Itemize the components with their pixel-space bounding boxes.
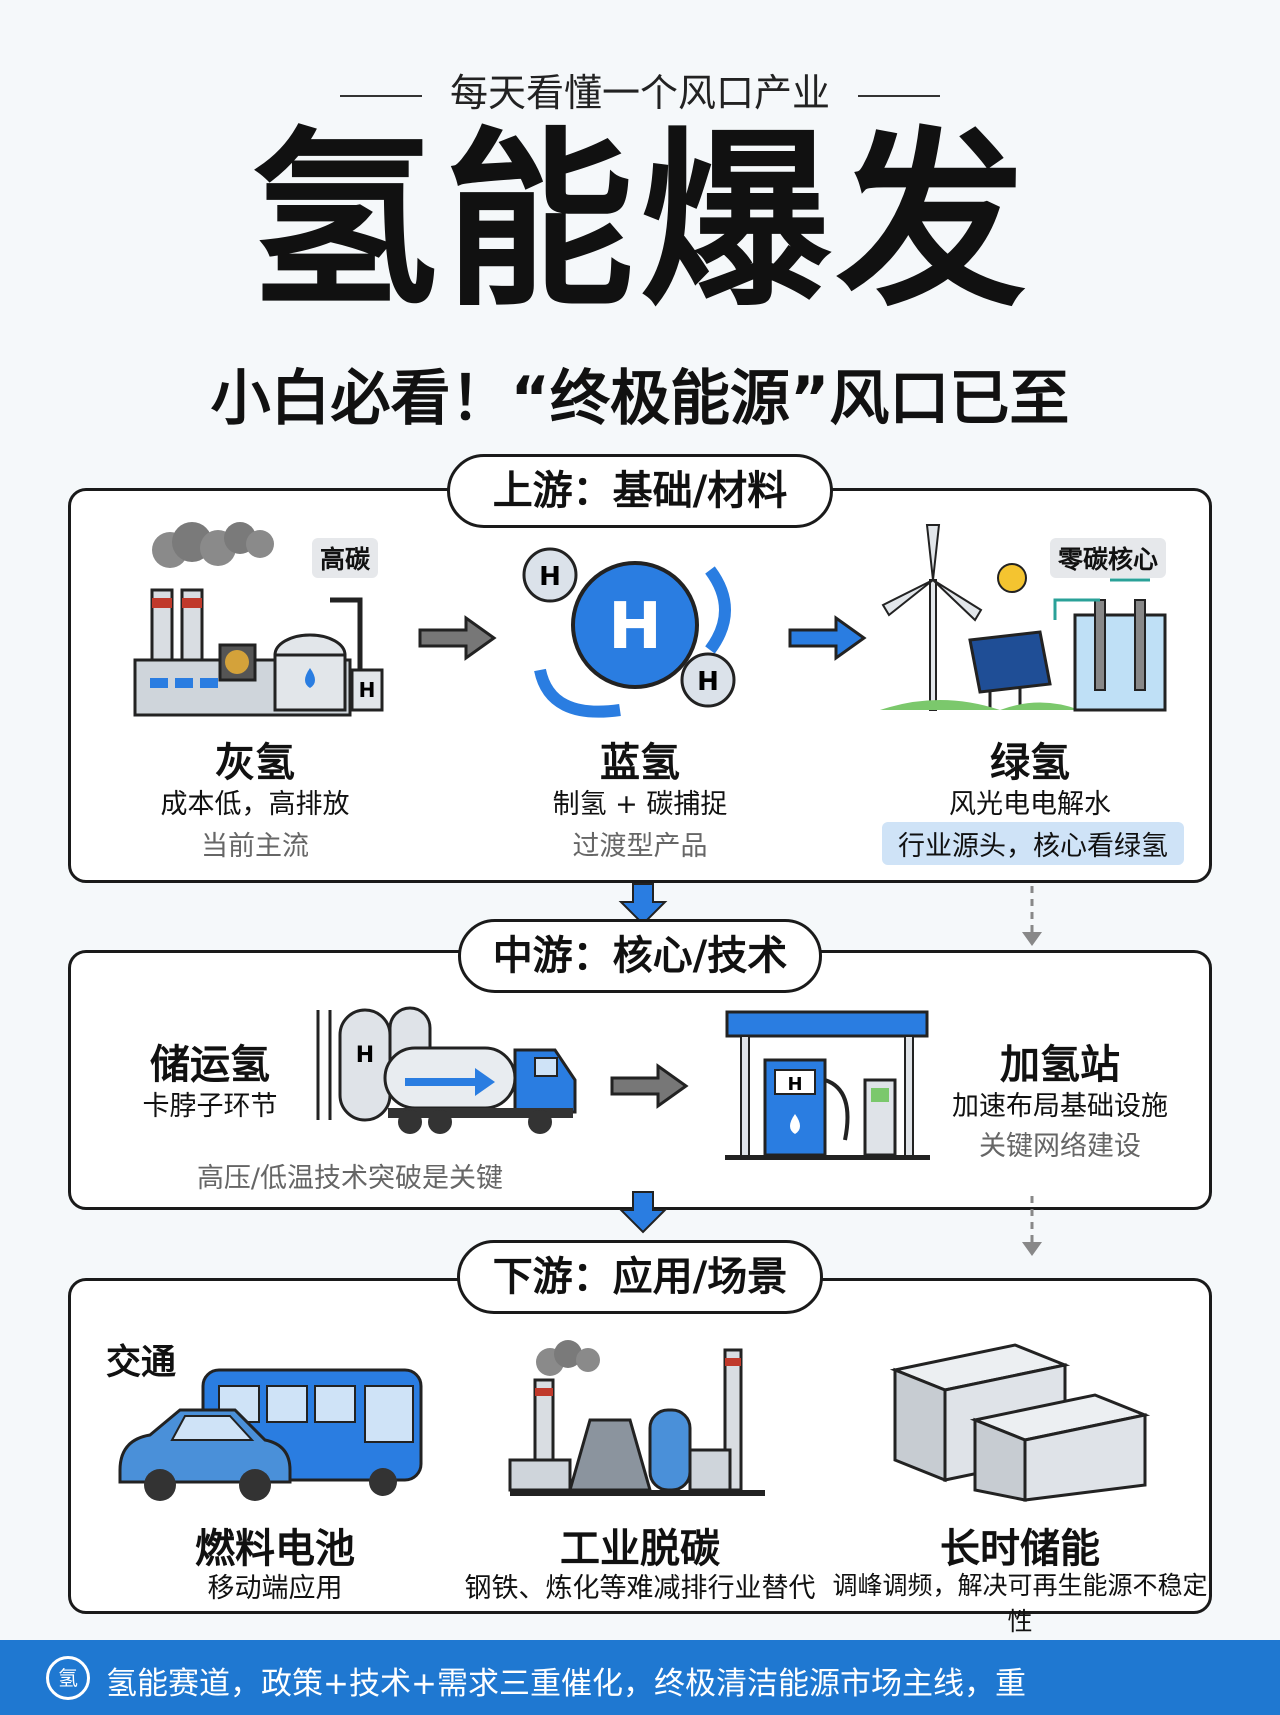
footer-bar: 氢 氢能赛道，政策+技术+需求三重催化，终极清洁能源市场主线，重 — [0, 1640, 1280, 1715]
page-subtitle: 小白必看！“终极能源”风口已至 — [210, 364, 1070, 434]
tagline: 每天看懂一个风口产业 — [449, 71, 830, 115]
station-desc: 加速布局基础设施 — [952, 1091, 1168, 1122]
storage-desc: 卡脖子环节 — [142, 1091, 278, 1122]
energy-storage-container-icon — [889, 1343, 1151, 1502]
fuel-cell-title: 燃料电池 — [195, 1526, 355, 1572]
tank-truck-icon: H — [316, 1006, 577, 1134]
molecule-h-center: H — [608, 590, 662, 664]
upstream-label: 上游：基础/材料 — [447, 454, 833, 528]
storage-title: 储运氢 — [150, 1042, 270, 1088]
midstream-label: 中游：核心/技术 — [458, 919, 822, 993]
long-duration-storage-desc: 调峰调频，解决可再生能源不稳定性 — [832, 1571, 1208, 1636]
bus-car-icon — [118, 1368, 423, 1501]
upstream-tag-high-carbon: 高碳 — [312, 538, 379, 578]
molecule-h-right: H — [697, 667, 719, 697]
hydrogen-badge-icon: 氢 — [46, 1656, 90, 1700]
hydrogen-station-icon: H — [725, 1010, 930, 1160]
dashed-arrow-down-icon — [1022, 1196, 1042, 1256]
fuel-cell-desc: 移动端应用 — [207, 1573, 343, 1604]
tagline-row: 每天看懂一个风口产业 — [0, 62, 1280, 117]
blue-hydrogen-note: 过渡型产品 — [572, 831, 708, 862]
station-note: 关键网络建设 — [979, 1131, 1141, 1162]
wind-solar-electrolysis-icon — [880, 524, 1167, 712]
industrial-decarbonization-title: 工业脱碳 — [560, 1526, 720, 1572]
divider — [858, 94, 940, 97]
grey-hydrogen-desc: 成本低，高排放 — [160, 789, 350, 820]
arrow-right-blue-icon — [788, 615, 867, 661]
industrial-plant-icon — [508, 1340, 765, 1496]
arrow-right-icon — [610, 1063, 689, 1109]
molecule-h-left: H — [539, 562, 561, 592]
green-hydrogen-desc: 风光电电解水 — [949, 789, 1111, 820]
pump-h-label: H — [787, 1074, 802, 1095]
footer-text: 氢能赛道，政策+技术+需求三重催化，终极清洁能源市场主线，重 — [106, 1666, 1026, 1702]
blue-hydrogen-desc: 制氢 + 碳捕捉 — [552, 789, 728, 820]
blue-hydrogen-title: 蓝氢 — [600, 740, 680, 786]
grey-hydrogen-note: 当前主流 — [201, 831, 309, 862]
tank-h-label: H — [356, 1043, 374, 1068]
grey-hydrogen-title: 灰氢 — [215, 740, 295, 786]
long-duration-storage-title: 长时储能 — [940, 1526, 1100, 1572]
downstream-label: 下游：应用/场景 — [457, 1240, 823, 1314]
dashed-arrow-down-icon — [1022, 886, 1042, 946]
arrow-down-icon — [618, 1191, 668, 1234]
page-title: 氢能爆发 — [247, 111, 1032, 332]
green-hydrogen-title: 绿氢 — [990, 740, 1070, 786]
storage-note: 高压/低温技术突破是关键 — [196, 1163, 504, 1194]
arrow-down-icon — [618, 883, 668, 926]
hydrogen-molecule-icon: H H H — [522, 547, 736, 718]
transport-tag: 交通 — [106, 1343, 177, 1383]
industrial-decarbonization-desc: 钢铁、炼化等难减排行业替代 — [464, 1573, 816, 1604]
factory-icon: H — [133, 522, 384, 717]
green-hydrogen-highlight: 行业源头，核心看绿氢 — [882, 822, 1184, 865]
divider — [339, 94, 422, 97]
arrow-right-icon — [418, 615, 497, 661]
station-title: 加氢站 — [1000, 1042, 1120, 1088]
factory-h-label: H — [359, 678, 376, 702]
upstream-tag-zero-carbon: 零碳核心 — [1050, 538, 1167, 578]
